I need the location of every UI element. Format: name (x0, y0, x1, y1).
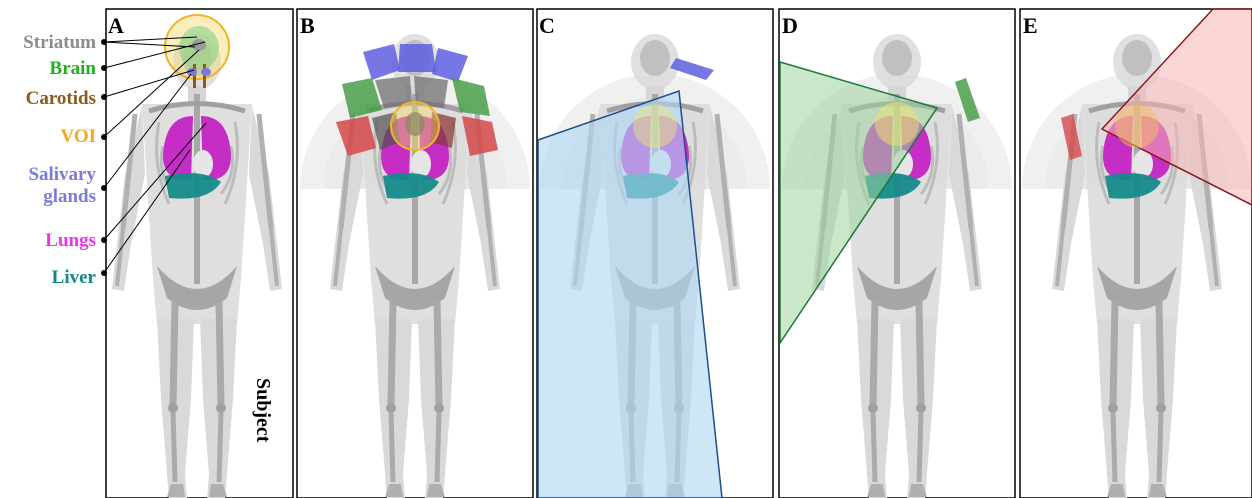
subject-label: Subject (252, 378, 274, 443)
legend-brain: Brain (50, 58, 97, 79)
skull-b (405, 112, 425, 136)
carotid-right (203, 64, 206, 88)
legend-salivary-line1: Salivary (28, 164, 96, 185)
legend-lungs: Lungs (45, 230, 96, 251)
panel-c-content (538, 34, 770, 498)
legend-striatum: Striatum (23, 32, 96, 53)
panel-e-letter: E (1023, 13, 1038, 38)
legend-liver: Liver (52, 267, 97, 288)
panel-c-letter: C (539, 13, 555, 38)
panel-e-content (1022, 9, 1252, 498)
panel-b-letter: B (300, 13, 315, 38)
panel-b-content (300, 34, 530, 498)
detector-blue-2 (398, 44, 436, 72)
legend-carotids: Carotids (26, 88, 96, 109)
salivary-right (201, 68, 211, 76)
panel-d-content (780, 34, 1012, 498)
panel-a-content: Subject (102, 15, 283, 498)
legend-voi: VOI (60, 126, 96, 147)
voi-sphere-d (875, 102, 919, 146)
panel-a-letter: A (108, 13, 124, 38)
voi-sphere-e (1115, 104, 1159, 148)
legend: Striatum Brain Carotids VOI Salivary gla… (23, 32, 96, 288)
carotid-left (193, 64, 196, 88)
voi-sphere-c (633, 104, 677, 148)
legend-salivary-line2: glands (43, 186, 96, 207)
panel-d-letter: D (782, 13, 798, 38)
